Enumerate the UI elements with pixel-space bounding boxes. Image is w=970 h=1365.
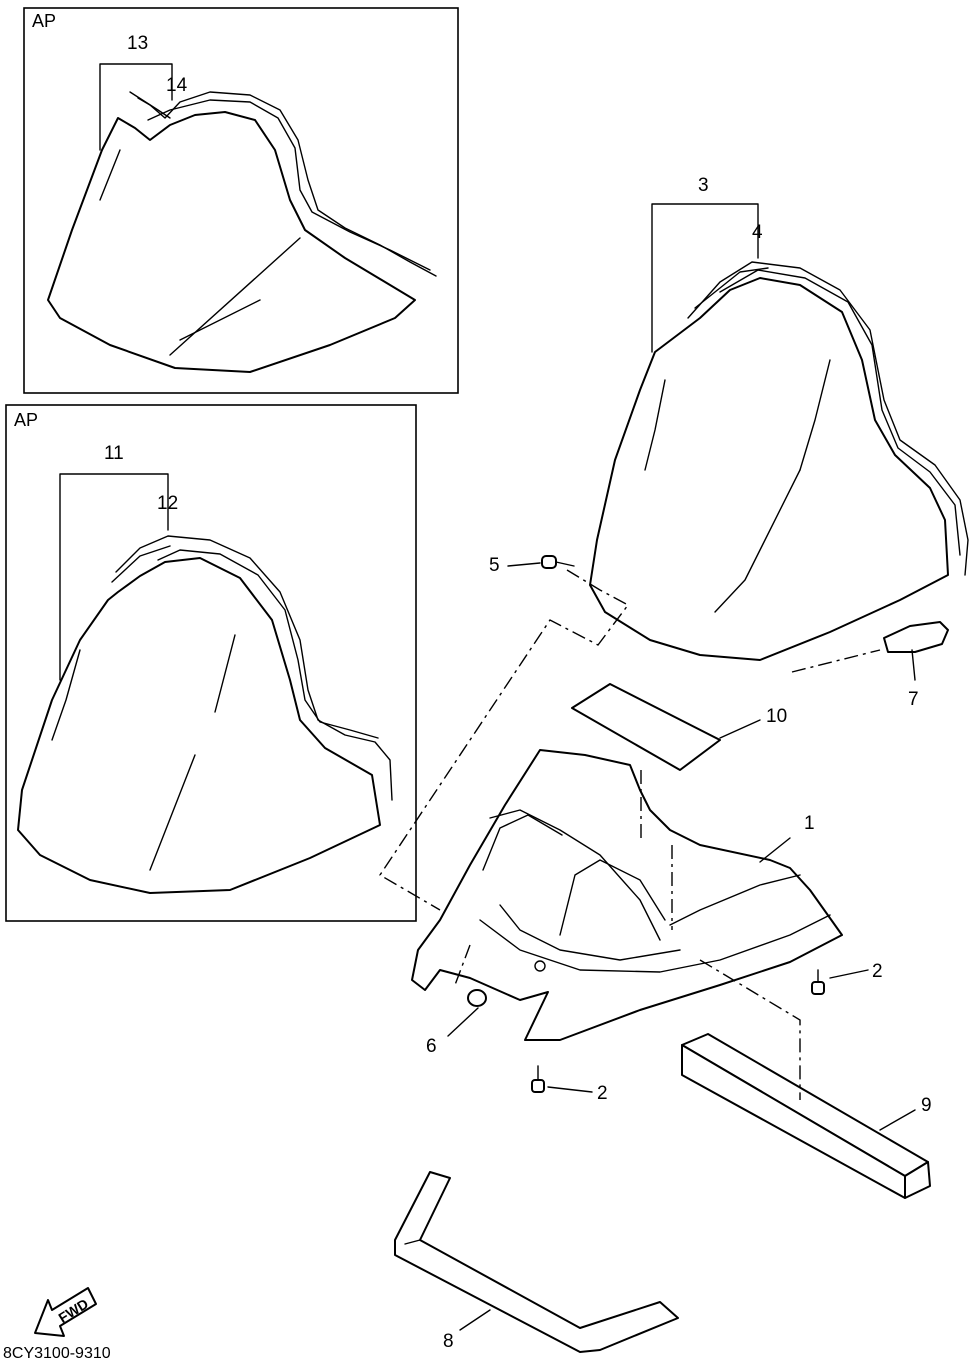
inset-ap-upper (23, 7, 459, 394)
callout-7: 7 (908, 689, 919, 710)
trim-8 (394, 1171, 679, 1353)
callout-4: 4 (752, 222, 763, 243)
callout-6: 6 (426, 1036, 437, 1057)
cowling-1 (411, 749, 843, 1041)
windshield-14 (147, 99, 431, 271)
callout-2-left: 2 (597, 1083, 608, 1104)
callout-8: 8 (443, 1331, 454, 1352)
windshield-3 (589, 261, 969, 661)
callout-12: 12 (157, 493, 179, 514)
callout-3: 3 (698, 175, 709, 196)
windshield-12 (157, 549, 379, 739)
bolt-2-left (531, 1065, 545, 1093)
callout-2-right: 2 (872, 961, 883, 982)
windshield-4 (719, 269, 961, 556)
inset-ap-lower (5, 404, 417, 922)
diagram-code: 8CY3100-9310 (3, 1345, 111, 1362)
sponge-9 (681, 1033, 931, 1199)
inset-label-ap-lower: AP (14, 410, 39, 430)
callout-14: 14 (166, 75, 188, 96)
screw-5 (541, 555, 575, 569)
seal-10 (571, 683, 721, 771)
windshield-11 (17, 535, 393, 894)
windshield-13 (47, 91, 437, 373)
grommet-6 (467, 989, 487, 1007)
callout-10: 10 (766, 706, 788, 727)
callout-9: 9 (921, 1095, 932, 1116)
fwd-arrow-icon: FWD (34, 1287, 97, 1337)
bolt-2-right (811, 969, 825, 995)
bracket-7 (883, 621, 949, 653)
inset-label-ap-upper: AP (32, 11, 57, 31)
callout-5: 5 (489, 555, 500, 576)
leader-lines (447, 562, 916, 1331)
callout-13: 13 (127, 33, 149, 54)
reference-lines (379, 569, 881, 1100)
callout-1: 1 (804, 813, 815, 834)
callout-11: 11 (104, 443, 124, 464)
